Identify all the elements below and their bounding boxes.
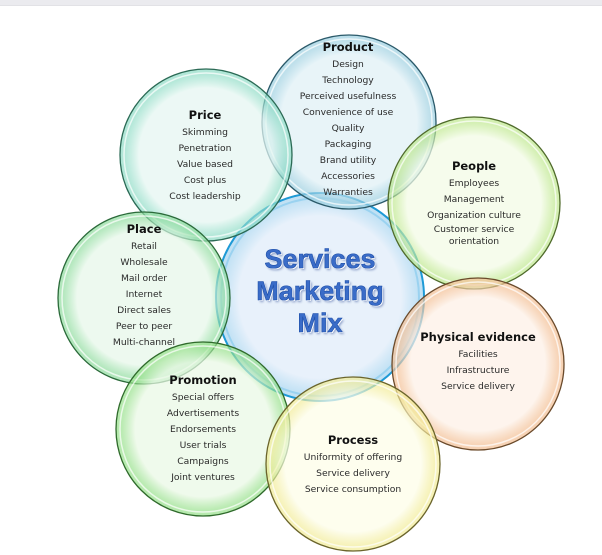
center-title-line: Services bbox=[264, 244, 376, 275]
circle-item: Service delivery bbox=[441, 381, 515, 392]
circle-item: Management bbox=[443, 194, 505, 205]
circle-item: Facilities bbox=[458, 349, 498, 360]
circle-item: Packaging bbox=[324, 139, 372, 150]
circle-title: Price bbox=[188, 108, 222, 122]
circle-item: Quality bbox=[331, 123, 365, 134]
circle-title: People bbox=[451, 159, 497, 173]
circle-item: Wholesale bbox=[120, 257, 168, 268]
window-top-bar bbox=[0, 0, 602, 6]
circle-item: Special offers bbox=[171, 392, 235, 403]
circle-item: Internet bbox=[125, 289, 163, 300]
circle-title: Place bbox=[126, 222, 162, 236]
center-title: Services Marketing Mix bbox=[230, 243, 410, 339]
circle-item: Convenience of use bbox=[302, 107, 394, 118]
circle-item: Technology bbox=[322, 75, 374, 86]
circle-highlight bbox=[395, 281, 561, 447]
circle-item: Skimming bbox=[182, 127, 228, 138]
circle-item: Organization culture bbox=[427, 210, 521, 221]
circle-item: Service consumption bbox=[304, 484, 402, 495]
circle-item: Perceived usefulness bbox=[299, 91, 397, 102]
circle-item: Cost plus bbox=[183, 175, 227, 186]
circle-item: Cost leadership bbox=[169, 191, 241, 202]
circle-item: Peer to peer bbox=[115, 321, 173, 332]
circle-item: Penetration bbox=[178, 143, 232, 154]
circle-item: Brand utility bbox=[319, 155, 377, 166]
center-title-line: Mix bbox=[297, 308, 343, 339]
circle-title: Promotion bbox=[169, 373, 237, 387]
circle-title: Physical evidence bbox=[420, 330, 536, 344]
circle-item: Retail bbox=[131, 241, 157, 252]
circle-item: User trials bbox=[179, 440, 227, 451]
circle-title: Process bbox=[327, 433, 379, 447]
circle-item: Service delivery bbox=[316, 468, 390, 479]
circle-item: Warranties bbox=[323, 187, 373, 198]
circle-item: Campaigns bbox=[177, 456, 229, 467]
circle-item: Uniformity of offering bbox=[303, 452, 403, 463]
circle-item: Joint ventures bbox=[171, 472, 235, 483]
circle-shape-process bbox=[265, 376, 441, 552]
circle-title: Product bbox=[322, 40, 374, 54]
circle-item: Infrastructure bbox=[446, 365, 510, 376]
circle-item: Customer service orientation bbox=[433, 224, 515, 247]
circle-item: Endorsements bbox=[169, 424, 237, 435]
circle-item: Direct sales bbox=[117, 305, 171, 316]
circle-item: Multi-channel bbox=[112, 337, 176, 348]
circle-item: Employees bbox=[448, 178, 500, 189]
circle-highlight bbox=[269, 380, 437, 548]
circle-item: Advertisements bbox=[166, 408, 240, 419]
center-title-line: Marketing bbox=[256, 276, 384, 307]
circle-highlight bbox=[123, 72, 289, 238]
circle-item: Mail order bbox=[120, 273, 168, 284]
circle-item: Accessories bbox=[321, 171, 375, 182]
circle-shape-physical-evidence bbox=[391, 277, 565, 451]
circle-item: Value based bbox=[177, 159, 233, 170]
circle-item: Design bbox=[332, 59, 364, 70]
